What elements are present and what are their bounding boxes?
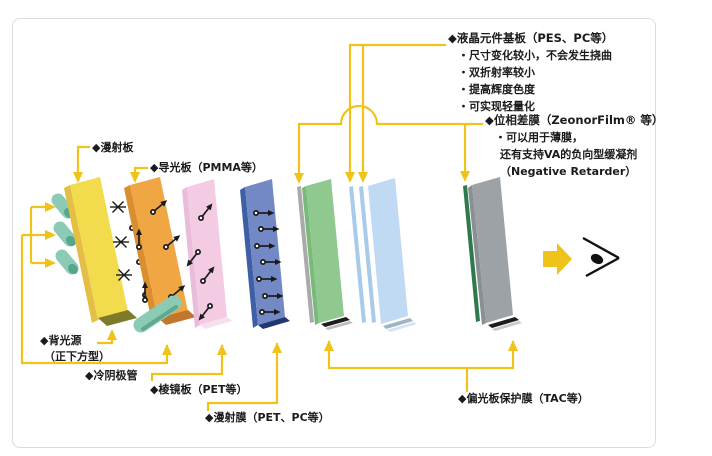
label-diffuser-plate: ◆漫射板: [92, 141, 134, 154]
substrate-bullet: ・可实现轻量化: [458, 100, 535, 113]
lc-substrate-strip-2: [359, 186, 376, 323]
line-diffuser-plate: [76, 145, 90, 173]
ccfl-lamps: [51, 193, 79, 275]
prism-sheet-layer: [182, 179, 232, 329]
image-border-frame: [12, 18, 656, 448]
light-guide-layer: [124, 177, 196, 325]
line-light-guide: [133, 166, 148, 173]
diffuser-plate-layer: [64, 177, 170, 326]
annotation-substrate: ◆液晶元件基板（PES、PC等） ・尺寸变化较小，不会发生挠曲 ・双折射率较小 …: [448, 30, 613, 115]
line-retarder: [297, 104, 483, 174]
connector-arrowheads: [45, 171, 518, 355]
label-prism-sheet: ◆棱镜板（PET等）: [150, 383, 248, 396]
ccfl-lamp-edge: [133, 295, 182, 333]
annotation-retarder: ◆位相差膜（ZeonorFilm® 等） ・可以用于薄膜， 还有支持VA的负向型…: [485, 112, 663, 180]
substrate-bullet: ・尺寸变化较小，不会发生挠曲: [458, 49, 612, 62]
retarder-line2: 还有支持VA的负向型缓凝剂: [500, 148, 638, 161]
label-backlight-2: （正下方型）: [44, 350, 110, 363]
lc-cell-layer: [349, 178, 417, 332]
substrate-title: ◆液晶元件基板（PES、PC等）: [448, 31, 614, 45]
label-ccfl: ◆冷阴极管: [85, 369, 138, 382]
label-diffusion-film: ◆漫射膜（PET、PC等）: [205, 411, 330, 424]
line-substrate: [348, 43, 446, 173]
line-prism: [150, 345, 224, 381]
diffusion-film-layer: [240, 179, 290, 329]
line-polarizer-film: [327, 341, 515, 392]
label-light-guide: ◆导光板（PMMA等）: [150, 161, 263, 174]
rear-polarizer-layer: [297, 179, 353, 330]
eye-icon: [582, 236, 620, 278]
retarder-line3: （Negative Retarder）: [500, 165, 637, 178]
lc-substrate-strip-1: [349, 186, 366, 323]
front-polarizer-layer: [463, 177, 522, 331]
retarder-film-green: [463, 185, 480, 322]
label-backlight-1: ◆背光源: [40, 334, 82, 347]
retarder-film-gray: [297, 186, 314, 323]
viewer-direction-arrow: [543, 243, 572, 275]
substrate-bullet: ・双折射率较小: [458, 66, 535, 79]
line-diffusion-film: [206, 343, 279, 411]
line-ccfl-bracket: [20, 205, 169, 365]
label-polarizer-protective-film: ◆偏光板保护膜（TAC等）: [458, 392, 589, 405]
connector-lines: [20, 43, 515, 411]
retarder-title: ◆位相差膜（ZeonorFilm® 等）: [485, 113, 664, 127]
substrate-bullet: ・提高辉度色度: [458, 83, 535, 96]
retarder-bullet: ・可以用于薄膜，: [495, 131, 583, 144]
